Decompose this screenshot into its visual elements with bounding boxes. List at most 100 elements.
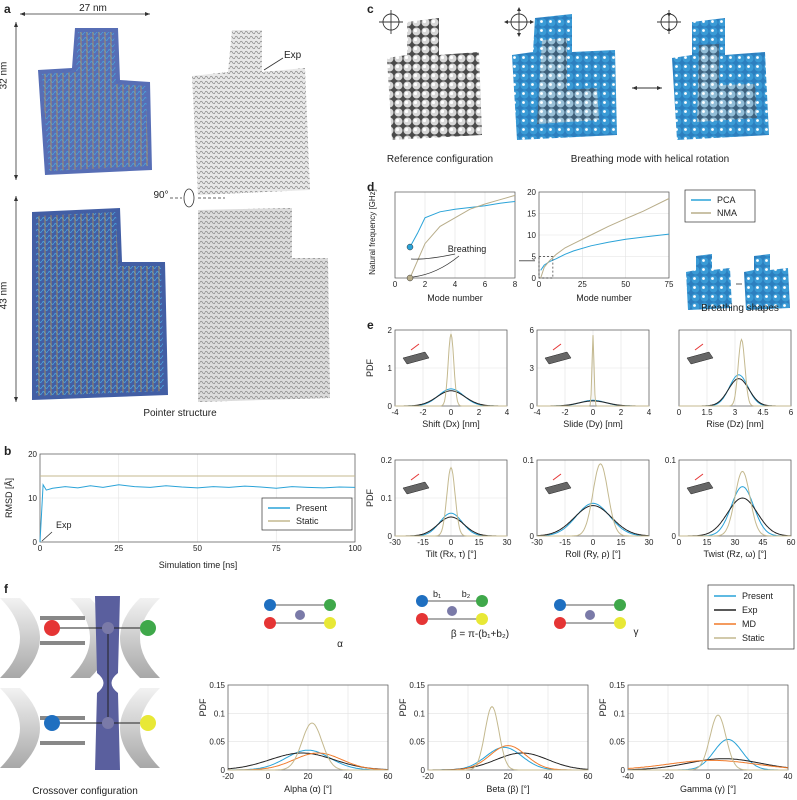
series-line-exp: [627, 758, 789, 771]
series-line-static: [228, 722, 388, 771]
x-tick-label: 15: [617, 538, 626, 547]
node-yellow: [476, 613, 488, 625]
y-tick-label: 0: [532, 274, 537, 283]
motion-arrow-icon: [694, 473, 704, 481]
x-axis-label: Tilt (Rx, τ) [°]: [426, 549, 477, 559]
b1-label: b₁: [433, 589, 441, 599]
x-tick-label: 1.5: [701, 408, 713, 417]
series-line-nma: [409, 194, 516, 279]
x-tick-label: 25: [114, 544, 123, 553]
panel-label-f: f: [4, 582, 8, 596]
x-tick-label: 30: [645, 538, 654, 547]
plot-frame: [394, 191, 516, 279]
x-tick-label: 4.5: [757, 408, 769, 417]
legend-label: MD: [742, 619, 756, 629]
x-tick-label: 0: [449, 538, 454, 547]
x-tick-label: -20: [662, 772, 674, 781]
series-line-static: [628, 714, 788, 771]
base-pair-step-icon: [686, 351, 714, 365]
node-red: [264, 617, 276, 629]
x-tick-label: 40: [784, 772, 793, 781]
plot-frame: [427, 684, 589, 771]
x-tick-label: 20: [304, 772, 313, 781]
x-tick-label: 60: [787, 538, 796, 547]
y-tick-label: 2: [388, 326, 393, 335]
x-tick-label: -30: [389, 538, 401, 547]
x-tick-label: 75: [665, 280, 674, 289]
x-tick-label: 50: [621, 280, 630, 289]
breathing-point-pca: [406, 243, 414, 251]
series-line-static: [537, 463, 649, 537]
x-axis-label: Mode number: [576, 293, 632, 303]
y-tick-label: 6: [530, 326, 535, 335]
node-green: [476, 595, 488, 607]
crosshair-icon: [379, 10, 403, 34]
x-tick-label: 0: [449, 408, 454, 417]
x-tick-label: 60: [384, 772, 393, 781]
y-tick-label: 0.15: [609, 681, 625, 690]
series-line-present: [536, 502, 650, 537]
plot-frame: [394, 329, 508, 407]
x-tick-label: 4: [647, 408, 652, 417]
x-axis-label: Rise (Dz) [nm]: [706, 419, 764, 429]
x-tick-label: 0: [537, 280, 542, 289]
x-tick-label: 25: [578, 280, 587, 289]
x-tick-label: 40: [544, 772, 553, 781]
x-axis-label: Slide (Dy) [nm]: [563, 419, 623, 429]
y-tick-label: 0.15: [409, 681, 425, 690]
breathing-point-nma: [406, 274, 414, 282]
series-line-static: [537, 335, 649, 407]
y-tick-label: 0: [388, 532, 393, 541]
y-tick-label: 0.2: [381, 456, 393, 465]
crossover-illustration: [0, 596, 160, 770]
x-tick-label: 15: [475, 538, 484, 547]
x-axis-label: Alpha (α) [°]: [284, 784, 332, 794]
zoom-box: [538, 256, 554, 279]
x-tick-label: 50: [193, 544, 202, 553]
alpha-symbol: α: [337, 639, 343, 650]
y-tick-label: 3: [530, 364, 535, 373]
node-center: [585, 610, 595, 620]
node-red: [554, 617, 566, 629]
x-tick-label: -30: [531, 538, 543, 547]
series-line-static: [679, 470, 791, 537]
legend-label: NMA: [717, 208, 737, 218]
x-tick-label: 2: [423, 280, 428, 289]
plot-frame: [536, 329, 650, 407]
panel-label-d: d: [367, 180, 375, 194]
series-line-nma: [540, 198, 670, 279]
series-line-static: [428, 705, 588, 771]
node-red: [416, 613, 428, 625]
node-center: [295, 610, 305, 620]
x-axis-label: Roll (Ry, ρ) [°]: [565, 549, 621, 559]
caption-crossover: Crossover configuration: [32, 786, 138, 797]
legend-label: Present: [296, 503, 328, 513]
caption-reference-config: Reference configuration: [386, 154, 494, 165]
x-tick-label: 6: [483, 280, 488, 289]
caption-breathing-shapes: Breathing shapes: [701, 303, 779, 314]
series-line-present: [228, 749, 388, 771]
legend-label: Exp: [742, 605, 758, 615]
rotation-label: 90°: [153, 190, 169, 201]
y-tick-label: 10: [527, 231, 536, 240]
x-tick-label: 30: [503, 538, 512, 547]
x-tick-label: 0: [38, 544, 43, 553]
breathing-arrow: [410, 253, 456, 260]
y-tick-label: 0: [672, 532, 677, 541]
y-axis-label: PDF: [198, 698, 208, 717]
y-tick-label: 0.1: [614, 709, 626, 718]
y-tick-label: 1: [388, 364, 393, 373]
x-tick-label: 3: [733, 408, 738, 417]
breathing-label: Breathing: [448, 244, 487, 254]
y-tick-label: 0.1: [414, 709, 426, 718]
series-line-pca: [409, 201, 516, 248]
x-tick-label: 20: [504, 772, 513, 781]
y-tick-label: 20: [28, 450, 37, 459]
legend-label: Static: [296, 516, 319, 526]
height-bottom-label: 43 nm: [0, 281, 10, 310]
plot-frame: [227, 684, 389, 771]
exp-label-b: Exp: [56, 520, 72, 530]
legend-label: PCA: [717, 195, 736, 205]
